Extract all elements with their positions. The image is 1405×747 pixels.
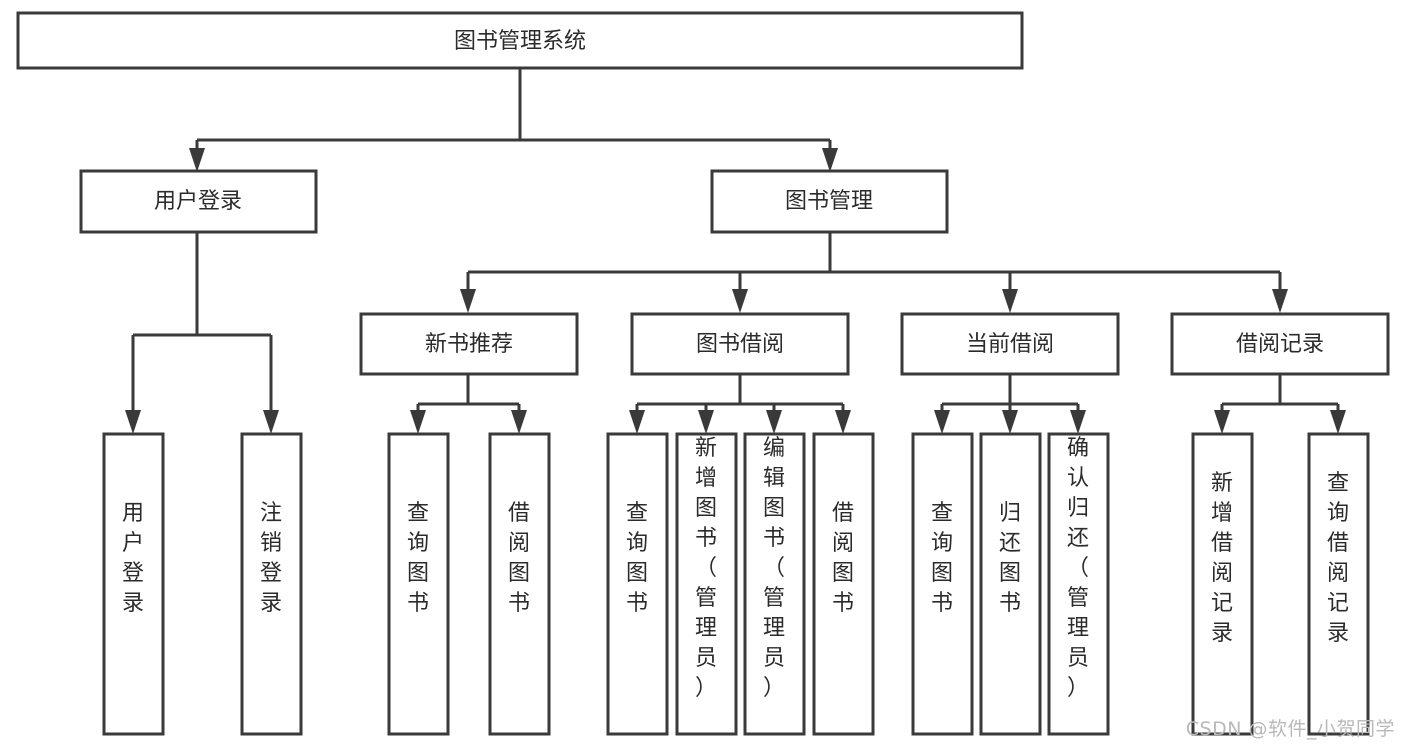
leaf-node-add-record-box[interactable] (1191, 432, 1254, 736)
arrow-head-current-borrow (1002, 289, 1018, 313)
csdn-watermark: CSDN @软件_小贺同学 (1185, 718, 1395, 740)
leaf-node-add-book-box[interactable] (675, 432, 738, 736)
leaf-node-borrow-book-1[interactable]: 借阅图书 (488, 432, 551, 736)
arrow-head-leaf-borrow-book-1 (511, 410, 527, 434)
leaf-node-user-login[interactable]: 用户登录 (102, 432, 165, 736)
leaf-node-confirm-return[interactable]: 确认归还（管理员） (1047, 432, 1110, 736)
leaf-node-edit-book-box[interactable] (743, 432, 806, 736)
leaf-node-query-book-3[interactable]: 查询图书 (911, 432, 974, 736)
arrow-head-leaf-add-book (698, 410, 714, 434)
connector-group-root (189, 68, 838, 172)
arrow-head-new-book-recommend (460, 289, 476, 313)
arrow-head-leaf-edit-book (766, 410, 782, 434)
leaf-node-query-book-2[interactable]: 查询图书 (606, 432, 669, 736)
leaf-node-confirm-return-box[interactable] (1047, 432, 1110, 736)
node-new-book-recommend[interactable]: 新书推荐 (359, 312, 579, 376)
node-root[interactable]: 图书管理系统 (16, 11, 1024, 70)
arrow-head-leaf-user-login (125, 410, 141, 434)
arrow-head-leaf-borrow-book-2 (835, 410, 851, 434)
node-book-borrow-label: 图书借阅 (696, 332, 784, 357)
node-book-borrow-box[interactable] (630, 312, 850, 376)
arrow-head-leaf-query-book-3 (934, 410, 950, 434)
arrow-head-leaf-add-record (1214, 410, 1230, 434)
leaf-node-logout-box[interactable] (240, 432, 303, 736)
arrow-head-leaf-return-book (1002, 410, 1018, 434)
node-root-box[interactable] (16, 11, 1024, 70)
leaf-node-user-login-label: 用户登录 (122, 501, 144, 616)
arrow-head-leaf-logout (263, 410, 279, 434)
node-borrow-record-label: 借阅记录 (1236, 332, 1324, 357)
leaf-node-logout-label: 注销登录 (260, 501, 282, 616)
leaf-node-add-book-label: 新增图书（管理员） (695, 436, 717, 701)
connector-bookborrow-to-leaves (635, 374, 845, 420)
leaf-node-query-record-box[interactable] (1307, 432, 1370, 736)
leaf-node-borrow-book-2-box[interactable] (812, 432, 875, 736)
leaf-node-edit-book-label: 编辑图书（管理员） (763, 436, 785, 701)
arrow-head-borrow-record (1272, 289, 1288, 313)
connector-userlogin-to-leaves (131, 232, 273, 420)
node-book-management[interactable]: 图书管理 (710, 169, 949, 234)
leaf-node-query-book-2-label: 查询图书 (626, 501, 648, 616)
connector-bookmgmt-to-level2 (466, 232, 1282, 300)
leaf-node-add-record-label: 新增借阅记录 (1211, 471, 1233, 646)
node-current-borrow-box[interactable] (900, 312, 1120, 376)
connector-group-borrow-record (1214, 374, 1346, 434)
arrow-head-leaf-query-book-1 (410, 410, 426, 434)
node-borrow-record[interactable]: 借阅记录 (1170, 312, 1390, 376)
connector-group-book-borrow (629, 374, 851, 434)
connector-newbook-to-leaves (416, 374, 521, 420)
connector-group-book-management (460, 232, 1288, 313)
leaf-node-user-login-box[interactable] (102, 432, 165, 736)
leaf-node-return-book-box[interactable] (979, 432, 1042, 736)
leaf-node-borrow-book-1-label: 借阅图书 (508, 501, 530, 616)
node-user-login-label: 用户登录 (154, 189, 242, 214)
node-user-login-box[interactable] (79, 169, 318, 234)
arrow-head-user-login (189, 148, 205, 172)
node-new-book-recommend-box[interactable] (359, 312, 579, 376)
leaf-node-query-book-2-box[interactable] (606, 432, 669, 736)
leaf-node-add-book[interactable]: 新增图书（管理员） (675, 432, 738, 736)
leaf-node-borrow-book-2-label: 借阅图书 (832, 501, 854, 616)
leaf-node-logout[interactable]: 注销登录 (240, 432, 303, 736)
connector-borrowrecord-to-leaves (1220, 374, 1340, 420)
leaf-node-query-book-3-box[interactable] (911, 432, 974, 736)
leaf-node-return-book[interactable]: 归还图书 (979, 432, 1042, 736)
node-current-borrow-label: 当前借阅 (966, 332, 1054, 357)
node-new-book-recommend-label: 新书推荐 (425, 332, 513, 357)
leaf-node-query-book-1-label: 查询图书 (407, 501, 429, 616)
leaf-node-borrow-book-2[interactable]: 借阅图书 (812, 432, 875, 736)
arrow-head-leaf-query-book-2 (629, 410, 645, 434)
arrow-head-book-management (822, 148, 838, 172)
arrow-head-leaf-query-record (1330, 410, 1346, 434)
node-user-login[interactable]: 用户登录 (79, 169, 318, 234)
leaf-node-add-record[interactable]: 新增借阅记录 (1191, 432, 1254, 736)
arrow-head-leaf-confirm-return (1070, 410, 1086, 434)
leaf-node-query-record-label: 查询借阅记录 (1327, 471, 1349, 646)
connector-group-new-book-recommend (410, 374, 527, 434)
leaf-node-query-book-1-box[interactable] (387, 432, 450, 736)
connector-group-user-login (125, 232, 279, 434)
leaf-node-confirm-return-label: 确认归还（管理员） (1067, 436, 1089, 701)
leaf-node-query-record[interactable]: 查询借阅记录 (1307, 432, 1370, 736)
leaf-node-borrow-book-1-box[interactable] (488, 432, 551, 736)
node-borrow-record-box[interactable] (1170, 312, 1390, 376)
node-book-borrow[interactable]: 图书借阅 (630, 312, 850, 376)
leaf-node-query-book-1[interactable]: 查询图书 (387, 432, 450, 736)
node-book-management-box[interactable] (710, 169, 949, 234)
connector-group-current-borrow (934, 374, 1086, 434)
leaf-node-query-book-3-label: 查询图书 (931, 501, 953, 616)
leaf-node-return-book-label: 归还图书 (999, 501, 1021, 616)
leaf-node-edit-book[interactable]: 编辑图书（管理员） (743, 432, 806, 736)
node-current-borrow[interactable]: 当前借阅 (900, 312, 1120, 376)
connector-root-to-level1 (195, 68, 832, 160)
arrow-head-book-borrow (732, 289, 748, 313)
node-book-management-label: 图书管理 (785, 189, 873, 214)
node-root-label: 图书管理系统 (454, 29, 586, 54)
